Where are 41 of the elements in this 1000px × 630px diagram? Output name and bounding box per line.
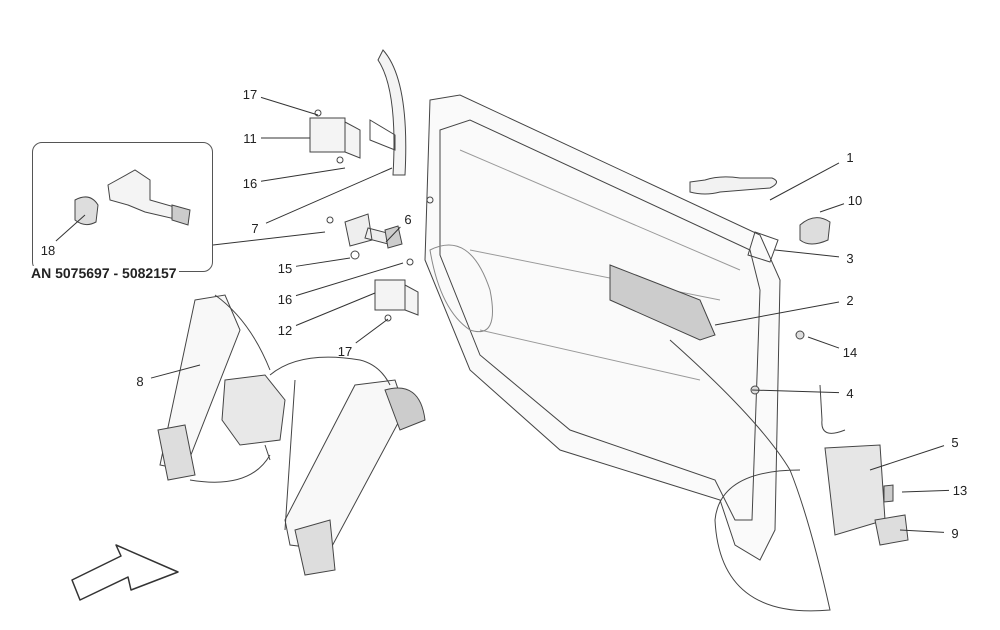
callout-number: 1: [839, 149, 861, 165]
leader-line: [900, 530, 944, 533]
callout-number: 14: [839, 344, 861, 360]
callout-number: 13: [949, 482, 971, 498]
callout-number: 12: [274, 322, 296, 338]
leader-line: [260, 96, 318, 116]
callout-number: 17: [334, 343, 356, 359]
leader-line: [55, 214, 86, 242]
leader-line: [266, 168, 392, 224]
callout-number: 10: [844, 192, 866, 208]
leader-line: [902, 490, 950, 492]
leader-line: [870, 445, 944, 470]
leader-line: [355, 318, 388, 344]
callout-number: 4: [839, 385, 861, 401]
callout-number: 17: [239, 86, 261, 102]
callout-number: 15: [274, 260, 296, 276]
leader-line: [774, 250, 840, 258]
leader-line: [770, 162, 840, 200]
leader-line: [752, 390, 840, 394]
leader-line: [212, 232, 326, 246]
leader-line: [150, 364, 200, 379]
leader-line: [714, 302, 840, 326]
leader-line: [808, 336, 840, 349]
serial-range-label: AN 5075697 - 5082157: [29, 266, 179, 280]
callout-number: 6: [397, 211, 419, 227]
leader-line: [260, 168, 346, 182]
callout-number: 11: [239, 130, 261, 146]
callout-number: 2: [839, 292, 861, 308]
leader-line: [820, 203, 844, 212]
callout-number: 16: [274, 291, 296, 307]
leader-line: [296, 292, 376, 326]
callout-number: 3: [839, 250, 861, 266]
callout-number: 8: [129, 373, 151, 389]
leader-line: [296, 258, 350, 267]
leader-line: [386, 226, 401, 242]
callout-number: 16: [239, 175, 261, 191]
callout-number: 9: [944, 525, 966, 541]
leader-line: [296, 262, 404, 296]
callout-number: 5: [944, 434, 966, 450]
callout-number: 7: [244, 220, 266, 236]
callout-number: 18: [37, 242, 59, 258]
